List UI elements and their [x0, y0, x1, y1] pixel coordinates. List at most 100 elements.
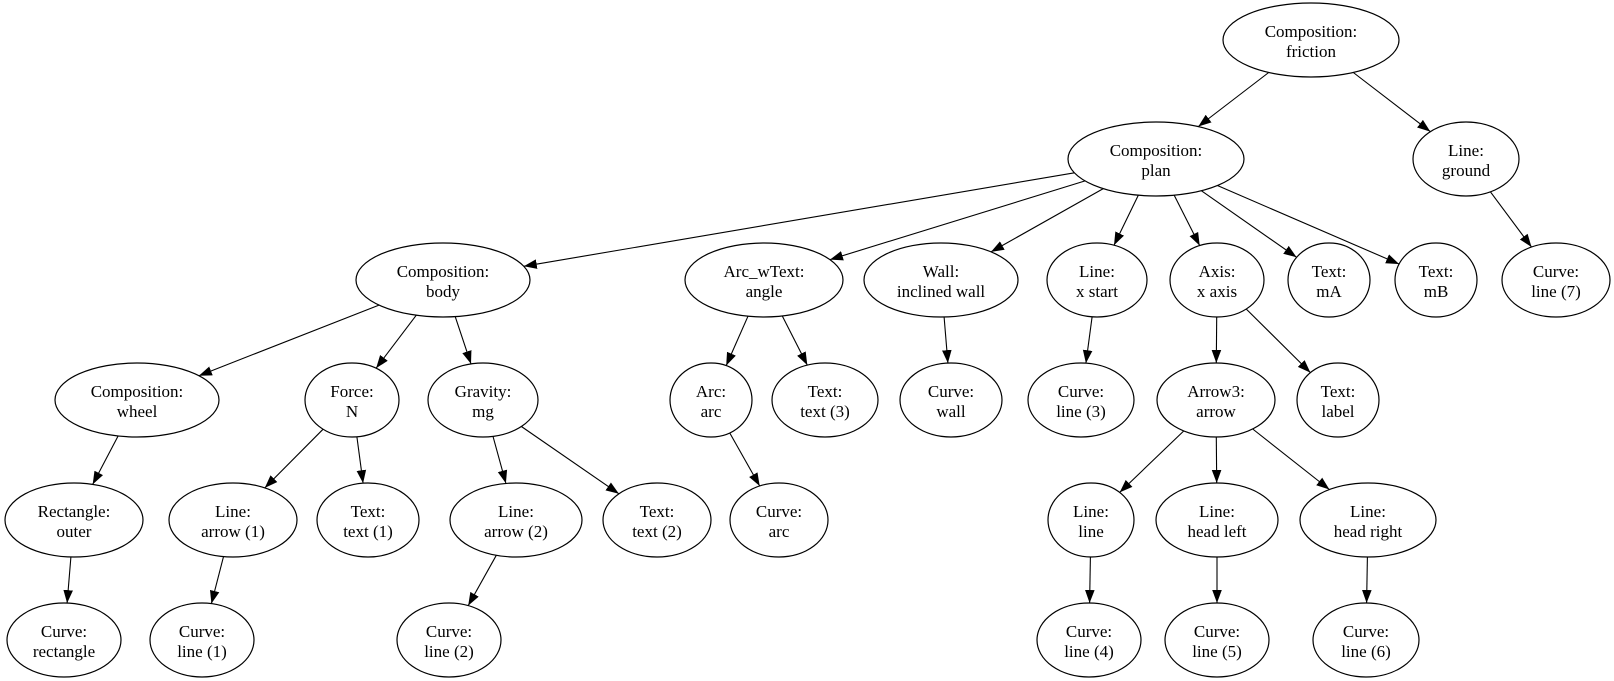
node-angle: Arc_wText:angle [684, 242, 844, 318]
node-ellipse [54, 362, 220, 438]
node-plan: Composition:plan [1067, 121, 1245, 197]
node-ellipse [863, 242, 1019, 318]
node-label: Curve:wall [928, 382, 974, 421]
node-label: Composition:friction [1265, 22, 1358, 61]
edge-x_axis-label [1245, 308, 1311, 373]
node-label: Curve:rectangle [33, 622, 95, 661]
edge-line_line-line4 [1085, 556, 1095, 604]
node-ellipse [1287, 242, 1371, 318]
edge-friction-plan [1197, 72, 1270, 127]
node-label: Text:mB [1419, 262, 1454, 301]
edge-plan-x_axis [1173, 194, 1201, 246]
node-label: Force:N [330, 382, 373, 421]
node-ellipse [1067, 121, 1245, 197]
node-ellipse [149, 602, 255, 678]
edge-arrow-head_right [1252, 428, 1330, 490]
node-label: Curve:line (5) [1192, 622, 1242, 661]
node-ellipse [1046, 242, 1148, 318]
node-ellipse [396, 602, 502, 678]
edge-plan-mA [1200, 190, 1297, 258]
edge-gravity_mg-arrow2 [492, 436, 508, 484]
node-ellipse [684, 242, 844, 318]
node-label: Line:line [1073, 502, 1109, 541]
node-label: Curve:arc [756, 502, 802, 541]
node-arc: Arc:arc [669, 362, 753, 438]
node-ellipse [304, 362, 400, 438]
edge-layer [63, 72, 1532, 606]
node-arrow2: Line:arrow (2) [449, 482, 583, 558]
node-ellipse [316, 482, 420, 558]
node-ellipse [1222, 2, 1400, 78]
edge-angle-arc [725, 315, 749, 366]
node-ellipse [1164, 602, 1270, 678]
edge-wheel-outer [92, 435, 119, 485]
edge-angle-text3 [781, 315, 808, 366]
node-ellipse [1027, 362, 1135, 438]
node-label: Curve:line (6) [1341, 622, 1391, 661]
node-head_left: Line:head left [1155, 482, 1279, 558]
edge-plan-x_start [1113, 194, 1139, 246]
node-line7: Curve:line (7) [1501, 242, 1611, 318]
node-ellipse [771, 362, 879, 438]
node-gravity_mg: Gravity:mg [427, 362, 539, 438]
node-line5: Curve:line (5) [1164, 602, 1270, 678]
node-line3: Curve:line (3) [1027, 362, 1135, 438]
node-ellipse [4, 482, 144, 558]
node-label: Curve:line (7) [1531, 262, 1581, 301]
node-label: Text:label [1296, 362, 1380, 438]
edge-plan-inclined_wall [990, 188, 1104, 253]
edge-outer-curve_rectangle [63, 556, 73, 604]
node-friction: Composition:friction [1222, 2, 1400, 78]
edge-gravity_mg-text2 [521, 426, 620, 495]
node-ellipse [168, 482, 298, 558]
node-label: Curve:line (4) [1064, 622, 1114, 661]
node-ellipse [1047, 482, 1135, 558]
edge-arrow1-line1 [209, 556, 225, 604]
node-curve_arc: Curve:arc [729, 482, 829, 558]
edge-friction-ground [1352, 72, 1431, 133]
node-label: Arrow3:arrow [1187, 382, 1245, 421]
edge-body-gravity_mg [454, 316, 472, 365]
edge-body-force_N [375, 314, 417, 369]
node-label: Composition:wheel [91, 382, 184, 421]
edge-force_N-text1 [356, 436, 367, 484]
node-ellipse [1296, 362, 1380, 438]
node-label: Curve:line (2) [424, 622, 474, 661]
edge-ground-line7 [1489, 191, 1532, 248]
node-line2: Curve:line (2) [396, 602, 502, 678]
node-outer: Rectangle:outer [4, 482, 144, 558]
node-label: Line:ground [1442, 141, 1491, 180]
node-curve_rectangle: Curve:rectangle [6, 602, 122, 678]
node-force_N: Force:N [304, 362, 400, 438]
node-text1: Text:text (1) [316, 482, 420, 558]
node-ellipse [1299, 482, 1437, 558]
node-ellipse [1036, 602, 1142, 678]
node-label: Text:mA [1312, 262, 1347, 301]
node-ellipse [602, 482, 712, 558]
node-ellipse [427, 362, 539, 438]
node-ellipse [1501, 242, 1611, 318]
node-ellipse [449, 482, 583, 558]
node-arrow1: Line:arrow (1) [168, 482, 298, 558]
node-text3: Text:text (3) [771, 362, 879, 438]
node-label: Text:label [1321, 382, 1356, 421]
node-ellipse [355, 242, 531, 318]
edge-head_right-line6 [1362, 556, 1372, 604]
node-ellipse [6, 602, 122, 678]
node-label: Text:text (2) [632, 502, 682, 541]
node-label: Composition:plan [1110, 141, 1203, 180]
node-label: Curve:line (1) [177, 622, 227, 661]
edge-force_N-arrow1 [264, 428, 324, 489]
node-line6: Curve:line (6) [1312, 602, 1420, 678]
node-body: Composition:body [355, 242, 531, 318]
edge-arc-curve_arc [729, 432, 761, 487]
node-inclined_wall: Wall:inclined wall [863, 242, 1019, 318]
node-line1: Curve:line (1) [149, 602, 255, 678]
edge-plan-mB [1217, 184, 1400, 265]
node-label: Wall:inclined wall [897, 262, 986, 301]
node-label: Arc_wText:angle [724, 262, 805, 301]
node-curve_wall: Curve:wall [899, 362, 1003, 438]
node-label: Line:head left [1188, 502, 1247, 541]
